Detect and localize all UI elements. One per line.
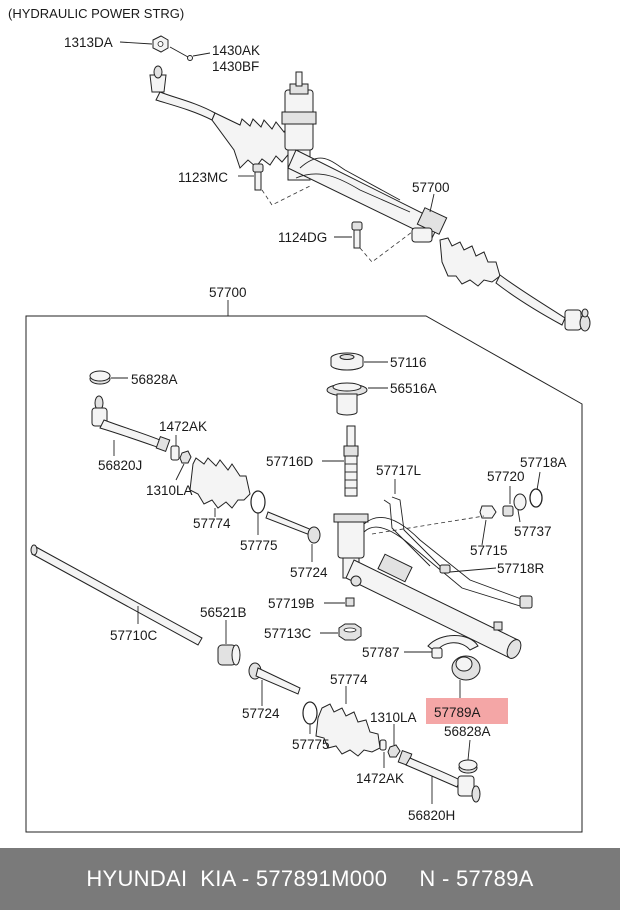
label-56820j: 56820J <box>98 458 142 473</box>
pinion-57716d-drawing <box>343 425 359 497</box>
label-57737: 57737 <box>514 524 552 539</box>
rack-housing-box-drawing <box>345 553 522 659</box>
label-57719b: 57719B <box>268 596 315 611</box>
nut-1310la-left-drawing <box>179 450 192 464</box>
label-1310la-lower: 1310LA <box>370 710 417 725</box>
cotter-1472ak-lower-drawing <box>379 739 387 751</box>
label-1124dg: 1124DG <box>278 230 327 245</box>
top-rack-assembly <box>119 35 591 332</box>
clamp-57775-upper-drawing <box>250 490 266 514</box>
parts-diagram: (HYDRAULIC POWER STRG) <box>8 6 591 833</box>
tie-rod-end-56820j-drawing <box>91 395 171 452</box>
rack-bar-57710c-drawing <box>30 544 203 646</box>
tie-rod-end-right-top <box>495 274 591 332</box>
pipes-57717l-drawing <box>363 496 533 609</box>
label-57789a: 57789A <box>434 705 481 720</box>
boot-57774-lower-drawing <box>315 703 381 757</box>
footer-part-number: HYUNDAI KIA - 577891M000 N - 57789A <box>86 866 534 891</box>
mount-57116-drawing <box>330 352 364 371</box>
label-56521b: 56521B <box>200 605 247 620</box>
label-56828a-left: 56828A <box>131 372 178 387</box>
boot-right-top <box>439 237 501 287</box>
label-56516a: 56516A <box>390 381 437 396</box>
nut-57713c-drawing <box>338 623 362 641</box>
label-57713c: 57713C <box>264 626 312 641</box>
cotter-1472ak-left-drawing <box>170 445 180 461</box>
dust-cap-56828a-lower-drawing <box>458 759 478 774</box>
bolt-57719b-drawing <box>345 597 355 607</box>
label-1472ak-lower: 1472AK <box>356 771 404 786</box>
label-57774-upper: 57774 <box>193 516 231 531</box>
label-57717l: 57717L <box>376 463 422 478</box>
label-57116: 57116 <box>390 355 427 370</box>
label-57787: 57787 <box>362 645 400 660</box>
spring-57737-drawing <box>502 505 514 517</box>
nut-1313da-drawing <box>152 35 169 53</box>
label-1310la-left: 1310LA <box>146 483 193 498</box>
diagram-title: (HYDRAULIC POWER STRG) <box>8 6 184 21</box>
label-57720: 57720 <box>487 469 525 484</box>
label-57710c: 57710C <box>110 628 158 643</box>
label-57775-upper: 57775 <box>240 538 278 553</box>
label-57700-top: 57700 <box>412 180 450 195</box>
label-57724-lower: 57724 <box>242 706 280 721</box>
plug-57715-drawing <box>479 505 497 519</box>
tie-rod-end-left-top <box>149 65 216 121</box>
nut-1310la-lower-drawing <box>387 744 401 758</box>
label-1123mc: 1123MC <box>178 170 228 185</box>
label-56828a-lower: 56828A <box>444 724 491 739</box>
label-57718r: 57718R <box>497 561 545 576</box>
label-57700-box: 57700 <box>209 285 247 300</box>
inner-tie-rod-57724-lower-drawing <box>248 662 301 695</box>
label-57718a: 57718A <box>520 455 567 470</box>
label-57716d: 57716D <box>266 454 314 469</box>
cotter-pin-drawing <box>169 46 193 61</box>
boot-57774-upper-drawing <box>189 457 251 509</box>
boot-left-top <box>211 112 293 169</box>
label-57775-lower: 57775 <box>292 737 330 752</box>
footer-bar: HYUNDAI KIA - 577891M000 N - 57789A <box>0 848 620 910</box>
bolt-1123mc-drawing <box>252 163 264 191</box>
bushing-56521b-drawing <box>217 644 241 666</box>
label-57774-lower: 57774 <box>330 672 368 687</box>
highlight-57789a <box>426 698 508 724</box>
label-1430bf: 1430BF <box>212 59 259 74</box>
locknut-57718a-drawing <box>529 488 543 508</box>
clamp-57775-lower-drawing <box>302 701 318 725</box>
label-1472ak-left: 1472AK <box>159 419 207 434</box>
rack-tube-top <box>287 149 448 243</box>
dust-cap-56828a-left-drawing <box>89 370 111 385</box>
detail-box-outline <box>25 315 583 833</box>
label-57715: 57715 <box>470 543 508 558</box>
label-57724-upper: 57724 <box>290 565 328 580</box>
yoke-57720-drawing <box>513 493 527 511</box>
bushing-57789a-drawing <box>451 655 481 681</box>
label-1430ak: 1430AK <box>212 43 260 58</box>
label-1313da: 1313DA <box>64 35 113 50</box>
inner-tie-rod-57724-upper-drawing <box>265 511 321 544</box>
bolt-1124dg-drawing <box>351 221 363 249</box>
label-56820h: 56820H <box>408 808 455 823</box>
bushing-56516a-drawing <box>326 382 368 416</box>
tie-rod-end-56820h-drawing <box>397 750 481 803</box>
bracket-57787-drawing <box>427 635 479 659</box>
